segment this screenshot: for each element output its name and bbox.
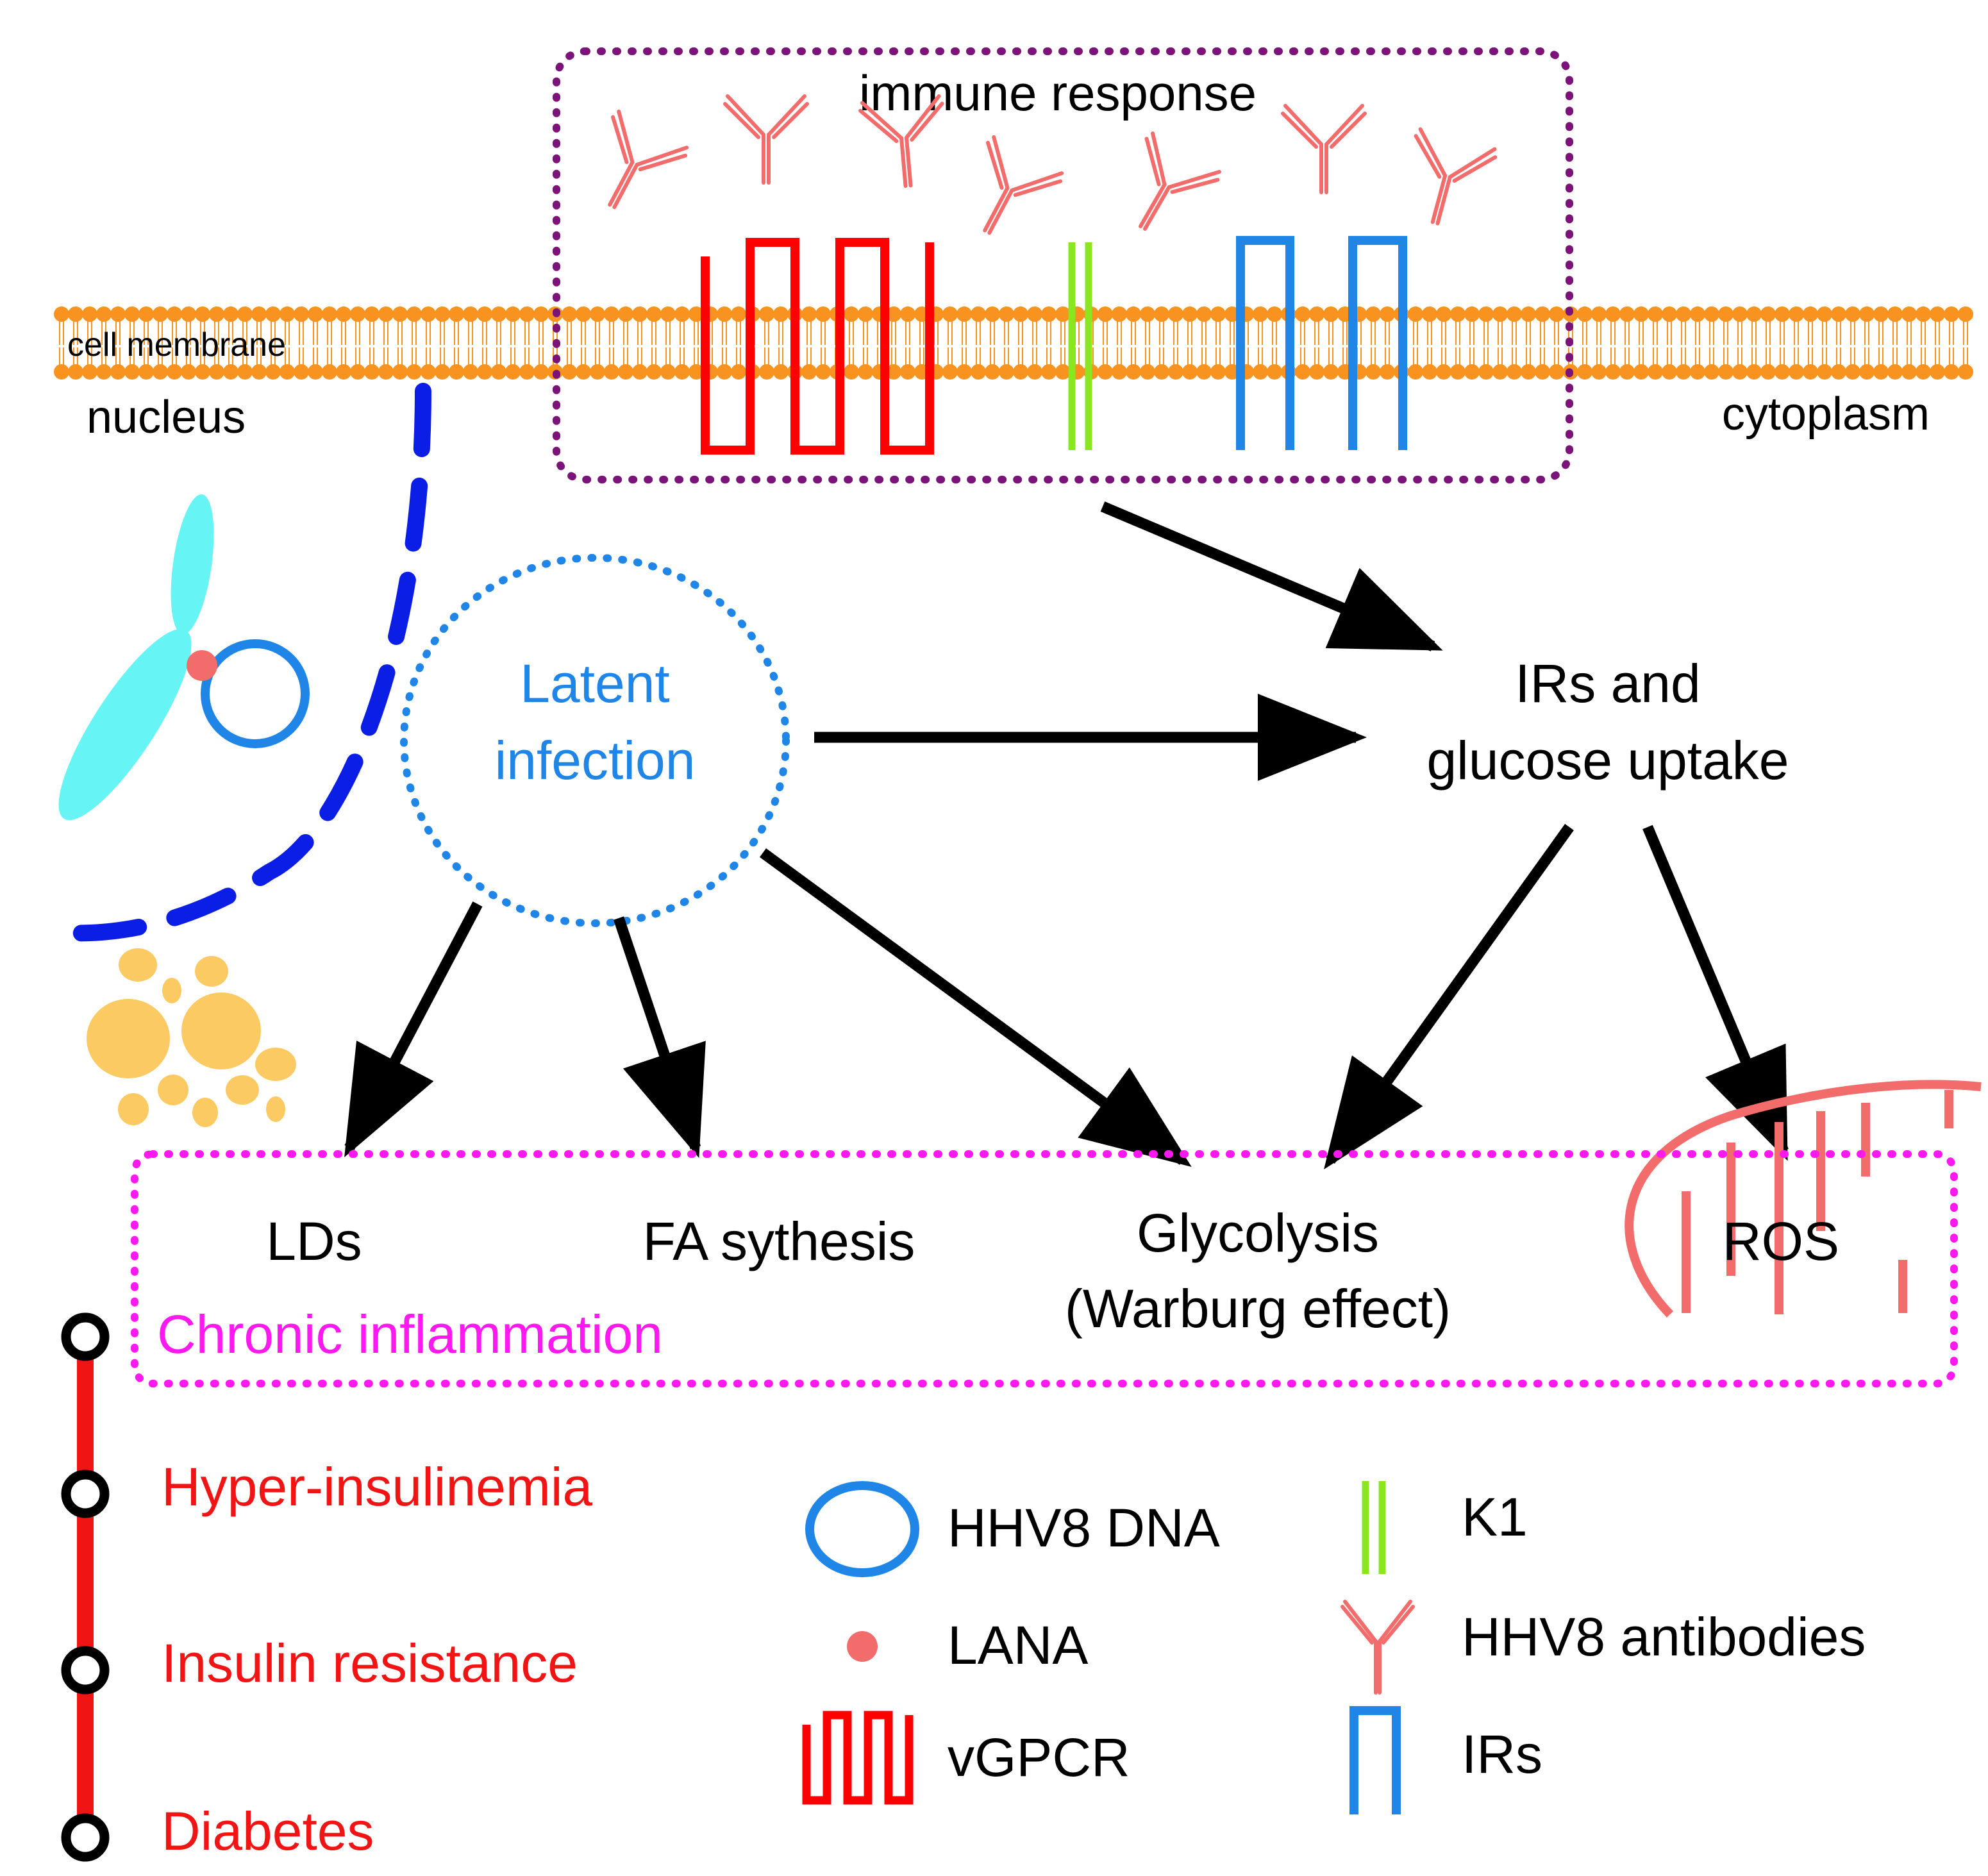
ros-label: ROS	[1723, 1211, 1839, 1271]
lipid-droplets	[87, 948, 296, 1127]
legend-irs-icon	[1349, 1706, 1401, 1814]
antibodies-group	[608, 94, 1498, 235]
arrow-latent-to-glycolysis	[759, 848, 1192, 1168]
antibody-icon	[723, 94, 809, 185]
glycolysis-line1: Glycolysis	[1137, 1203, 1379, 1263]
timeline-node	[61, 1312, 110, 1361]
timeline-node	[61, 1470, 110, 1518]
cytoplasm-label: cytoplasm	[1722, 389, 1930, 440]
arrow-latent-to-fa	[613, 916, 706, 1159]
insulin-receptor-2	[1348, 236, 1407, 450]
cell-membrane-label: cell membrane	[67, 326, 286, 364]
glycolysis-line2: (Warburg effect)	[1065, 1278, 1451, 1339]
chronic-inflammation-label: Chronic inflammation	[157, 1304, 663, 1364]
antibody-icon	[983, 135, 1064, 235]
chronic-inflammation-box	[131, 1150, 1958, 1387]
immune-response-box	[553, 47, 1573, 483]
antibody-icon	[1281, 104, 1367, 194]
legend-lana-icon	[847, 1631, 878, 1662]
cell-membrane	[54, 306, 1973, 380]
immune-response-label: immune response	[859, 65, 1257, 121]
pathway-arrows	[344, 501, 1789, 1169]
chromatin-lobe-upper	[171, 494, 214, 635]
timeline-node	[61, 1813, 110, 1862]
timeline-item-hyperinsulinemia: Hyper-insulinemia	[162, 1457, 593, 1517]
legend-lana-label: LANA	[948, 1615, 1088, 1675]
legend-vgpcr-label: vGPCR	[948, 1727, 1130, 1788]
latent-infection-circle	[400, 554, 790, 927]
latent-infection-line2: infection	[495, 730, 696, 791]
arrow-immune-to-irs	[1100, 501, 1443, 651]
antibody-icon	[1414, 127, 1498, 226]
timeline-item-diabetes: Diabetes	[162, 1801, 374, 1861]
nuclear-envelope	[56, 383, 431, 942]
legend-vgpcr-icon	[802, 1711, 914, 1805]
legend-hhv8-dna-icon	[805, 1481, 919, 1577]
irs-glucose-line2: glucose uptake	[1426, 730, 1789, 791]
disease-timeline-nodes	[61, 1312, 110, 1862]
chromatin-lobe-lower	[58, 628, 192, 821]
nucleus-label: nucleus	[87, 392, 246, 443]
legend-antibodies-label: HHV8 antibodies	[1462, 1607, 1866, 1667]
legend-hhv8-dna-label: HHV8 DNA	[948, 1498, 1220, 1558]
hhv8-episome	[201, 639, 310, 748]
arrow-irs-to-glycolysis	[1324, 824, 1574, 1169]
antibody-icon	[608, 109, 689, 210]
legend: HHV8 DNA LANA vGPCR K1 HHV8 antibodies I…	[802, 1481, 1866, 1814]
antibody-icon	[858, 94, 944, 188]
timeline-item-insulin-resistance: Insulin resistance	[162, 1633, 578, 1693]
vgpcr-receptor	[701, 238, 934, 455]
mitochondrion	[1625, 1080, 1982, 1318]
fa-synthesis-label: FA sythesis	[643, 1211, 915, 1271]
lana-dot	[187, 650, 217, 681]
arrow-irs-to-ros	[1642, 825, 1789, 1161]
insulin-receptor-1	[1236, 236, 1294, 450]
lds-label: LDs	[266, 1211, 362, 1271]
latent-infection-line1: Latent	[520, 653, 670, 714]
legend-antibody-icon	[1341, 1600, 1415, 1695]
arrow-latent-to-lds	[344, 901, 483, 1158]
timeline-node	[61, 1646, 110, 1695]
legend-irs-label: IRs	[1462, 1724, 1542, 1784]
legend-k1-label: K1	[1462, 1487, 1528, 1547]
irs-glucose-line1: IRs and	[1515, 653, 1701, 714]
antibody-icon	[1139, 131, 1221, 231]
